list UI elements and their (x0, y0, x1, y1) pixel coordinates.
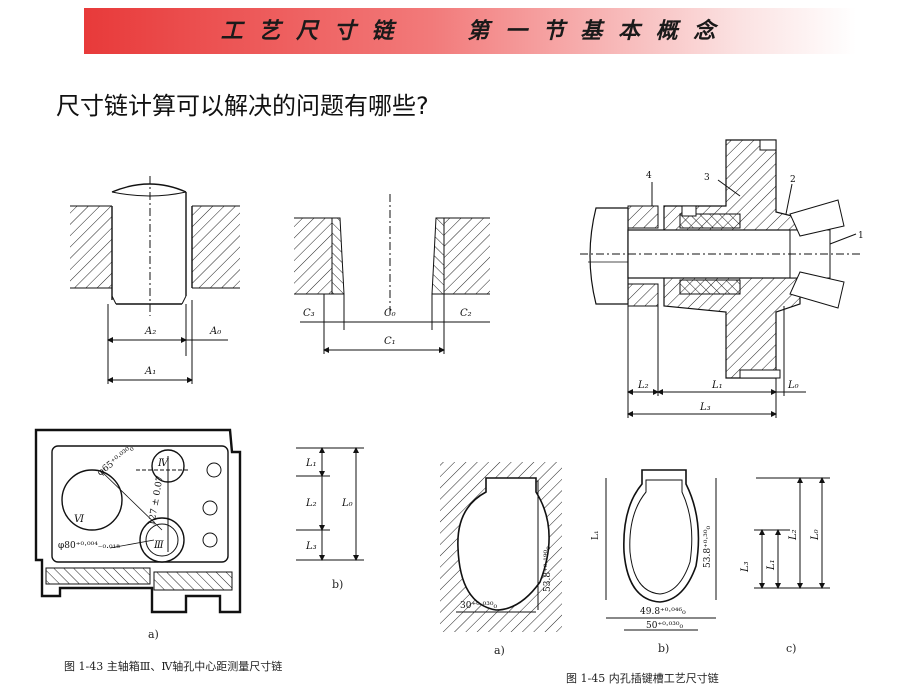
gearbox-figure: Ⅵ Ⅳ Ⅲ φ65⁺⁰·⁰³⁰₀ 127 ± 0.07 φ80⁺⁰·⁰⁰⁴₋₀.… (34, 428, 242, 641)
caption-fig-1-43: 图 1-43 主轴箱Ⅲ、Ⅳ轴孔中心距测量尺寸链 (64, 660, 283, 673)
chain-43-l2: L₂ (305, 498, 317, 509)
chain-43-l3: L₃ (305, 541, 317, 552)
question-heading: 尺寸链计算可以解决的问题有哪些? (56, 92, 429, 120)
chain-45-l1: L₁ (766, 559, 777, 571)
dim-a-30: 30⁺⁰·⁰³⁰₀ (460, 601, 497, 611)
label-l0-top: L₀ (787, 380, 799, 391)
title-text: 工 艺 尺 寸 链 第 一 节 基 本 概 念 (220, 18, 720, 44)
gear-assembly-figure: 4 3 2 1 L₂ L₁ L₀ L₃ (580, 139, 864, 418)
title-banner: 工 艺 尺 寸 链 第 一 节 基 本 概 念 (84, 8, 856, 54)
chain-45-l2: L₂ (788, 529, 799, 541)
chain-43-l0: L₀ (341, 498, 353, 509)
subfig-45b-label: b) (658, 642, 669, 655)
dim-b-53-8: 53.8⁺⁰·³⁰₀ (703, 526, 713, 568)
dim-b-l1: L₁ (591, 530, 601, 540)
shaft-fit-figure: A₂ A₀ A₁ (70, 176, 240, 384)
label-l1-top: L₁ (711, 380, 723, 391)
keyway-a-figure: 53.8⁺⁰·¹⁹⁰₀ 30⁺⁰·⁰³⁰₀ a) (440, 462, 562, 657)
subfig-a-label: a) (148, 628, 159, 641)
label-l3-top: L₃ (699, 402, 711, 413)
part-number-3: 3 (704, 173, 710, 183)
dim-phi80: φ80⁺⁰·⁰⁰⁴₋₀.₀₁₈ (58, 541, 120, 551)
dim-a-53-8: 53.8⁺⁰·¹⁹⁰₀ (543, 546, 553, 592)
subfig-45c-label: c) (786, 642, 796, 655)
roman-vi: Ⅵ (74, 514, 85, 525)
label-a1: A₁ (144, 366, 156, 377)
subfig-b-label: b) (332, 578, 343, 591)
caption-fig-1-45: 图 1-45 内孔插键槽工艺尺寸链 (566, 672, 719, 685)
dim-b-49-8: 49.8⁺⁰·⁰⁴⁶₀ (640, 607, 686, 617)
chain-45-l3: L₃ (740, 561, 751, 573)
label-l2-top: L₂ (637, 380, 649, 391)
bushing-figure: C₃ C₀ C₂ C₁ (294, 194, 490, 354)
roman-iii: Ⅲ (153, 540, 164, 551)
label-c0: C₀ (384, 308, 396, 319)
label-c3: C₃ (303, 308, 315, 319)
part-number-1: 1 (858, 231, 864, 241)
subfig-45a-label: a) (494, 644, 505, 657)
chain-43b-figure: L₁ L₂ L₃ L₀ b) (296, 447, 364, 591)
chain-45-l0: L₀ (810, 529, 821, 541)
dim-b-50: 50⁺⁰·⁰³⁰₀ (646, 621, 683, 631)
part-number-2: 2 (790, 175, 796, 185)
label-a2: A₂ (144, 326, 156, 337)
label-c1: C₁ (384, 336, 396, 347)
label-a0: A₀ (209, 326, 221, 337)
roman-iv: Ⅳ (157, 458, 169, 469)
keyway-b-figure: L₁ 53.8⁺⁰·³⁰₀ 49.8⁺⁰·⁰⁴⁶₀ 50⁺⁰·⁰³⁰₀ b) (591, 469, 717, 655)
label-c2: C₂ (460, 308, 472, 319)
part-number-4: 4 (646, 171, 652, 181)
chain-45c-figure: L₃ L₁ L₂ L₀ c) (740, 477, 830, 655)
chain-43-l1: L₁ (305, 458, 317, 469)
